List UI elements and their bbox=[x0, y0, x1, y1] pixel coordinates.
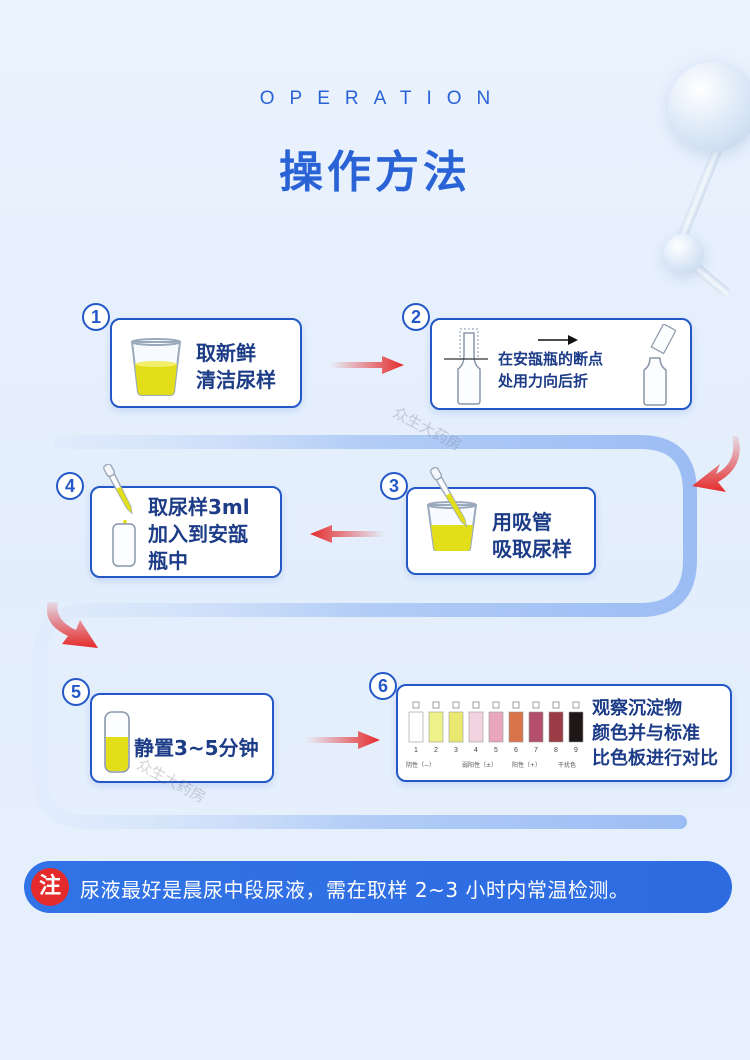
swatch-cap bbox=[432, 701, 440, 709]
swatch-cap bbox=[512, 701, 520, 709]
group-label: 弱阳性（±） bbox=[462, 762, 498, 769]
step-card-5: 静置3~5分钟 bbox=[90, 693, 274, 783]
curved-arrow-down-icon bbox=[46, 602, 98, 648]
color-swatch bbox=[508, 711, 524, 743]
arrow-right-icon bbox=[306, 731, 380, 749]
swatch-number: 6 bbox=[514, 747, 518, 754]
swatch-number: 3 bbox=[454, 747, 458, 754]
swatch-number: 4 bbox=[474, 747, 478, 754]
step-number-3: 3 bbox=[380, 472, 408, 500]
step-card-6: 1 2 3 4 5 6 7 8 9 阴性（−） 弱阳性（±） 阳性（+） 干扰色 观察沉淀物 颜… bbox=[396, 684, 732, 782]
group-label: 阳性（+） bbox=[512, 762, 542, 769]
swatch-number: 8 bbox=[554, 747, 558, 754]
group-label: 干扰色 bbox=[558, 762, 577, 769]
vial-icon bbox=[104, 711, 130, 773]
curved-arrow-down-icon bbox=[692, 436, 740, 492]
color-swatch bbox=[568, 711, 584, 743]
swatch-cap bbox=[452, 701, 460, 709]
swatch-number: 1 bbox=[414, 747, 418, 754]
step-card-4: 取尿样3ml 加入到安瓿 瓶中 bbox=[90, 464, 282, 578]
step-text-5: 静置3~5分钟 bbox=[134, 736, 259, 760]
swatch-number: 2 bbox=[434, 747, 438, 754]
step-text-6: 观察沉淀物 颜色并与标准 比色板进行对比 bbox=[592, 698, 718, 769]
step-number-2: 2 bbox=[402, 303, 430, 331]
color-swatch bbox=[468, 711, 484, 743]
swatch-cap bbox=[532, 701, 540, 709]
step-text-4: 取尿样3ml 加入到安瓿 瓶中 bbox=[148, 495, 250, 573]
dropper-vial-icon bbox=[103, 464, 136, 567]
swatch-number: 5 bbox=[494, 747, 498, 754]
broken-ampoule-icon bbox=[643, 324, 676, 406]
step-card-3: 用吸管 吸取尿样 bbox=[406, 467, 596, 575]
swatch-cap bbox=[552, 701, 560, 709]
dropper-cup-icon bbox=[426, 467, 478, 551]
step-text-2: 在安瓿瓶的断点 处用力向后折 bbox=[498, 350, 604, 390]
page-title: 操作方法 bbox=[279, 147, 471, 198]
break-direction-arrow-icon bbox=[538, 335, 578, 345]
color-swatch bbox=[488, 711, 504, 743]
swatch-cap bbox=[492, 701, 500, 709]
swatch-number: 7 bbox=[534, 747, 538, 754]
step-card-2: 在安瓿瓶的断点 处用力向后折 bbox=[430, 318, 692, 410]
color-swatch bbox=[408, 711, 424, 743]
ampoule-icon bbox=[444, 328, 488, 405]
process-track bbox=[33, 435, 697, 829]
large-bubble bbox=[668, 62, 750, 152]
note-text: 尿液最好是晨尿中段尿液，需在取样 2~3 小时内常温检测。 bbox=[80, 878, 630, 902]
swatch-cap bbox=[412, 701, 420, 709]
title-en: OPERATION bbox=[259, 88, 506, 109]
cup-icon bbox=[130, 338, 182, 396]
color-swatch bbox=[548, 711, 564, 743]
arrow-right-icon bbox=[330, 356, 404, 374]
step-number-1: 1 bbox=[82, 303, 110, 331]
note-badge: 注 bbox=[31, 868, 69, 906]
swatch-number: 9 bbox=[574, 747, 578, 754]
step-text-3: 用吸管 吸取尿样 bbox=[492, 510, 572, 561]
step-number-5: 5 bbox=[62, 678, 90, 706]
color-chart: 1 2 3 4 5 6 7 8 9 阴性（−） 弱阳性（±） 阳性（+） 干扰色 bbox=[406, 700, 586, 774]
color-chart-svg: 1 2 3 4 5 6 7 8 9 bbox=[408, 701, 584, 754]
swatch-cap bbox=[472, 701, 480, 709]
group-label: 阴性（−） bbox=[406, 762, 436, 769]
color-swatch bbox=[528, 711, 544, 743]
step-text-1: 取新鲜 清洁尿样 bbox=[196, 341, 276, 392]
note-bar: 注 尿液最好是晨尿中段尿液，需在取样 2~3 小时内常温检测。 bbox=[24, 861, 732, 913]
step-card-1: 取新鲜 清洁尿样 bbox=[110, 318, 302, 408]
step-number-4: 4 bbox=[56, 472, 84, 500]
arrow-left-icon bbox=[310, 525, 384, 543]
small-bubble bbox=[664, 234, 704, 274]
swatch-cap bbox=[572, 701, 580, 709]
step-number-6: 6 bbox=[369, 672, 397, 700]
color-swatch bbox=[428, 711, 444, 743]
color-swatch bbox=[448, 711, 464, 743]
